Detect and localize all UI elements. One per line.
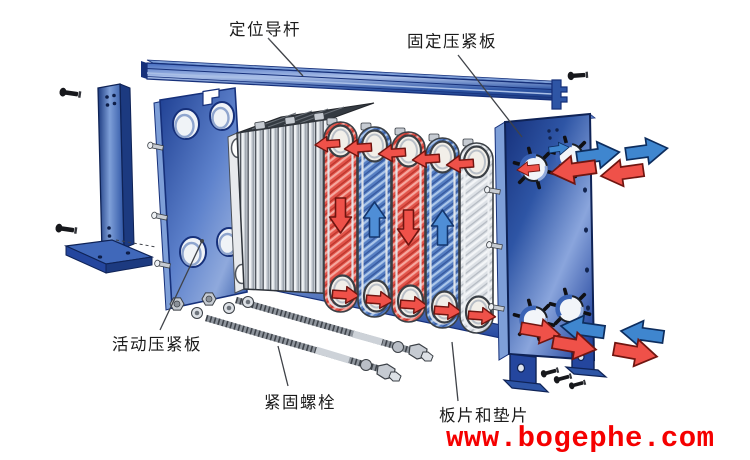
guide-rod-end-profile xyxy=(551,79,568,110)
plate-top-notch xyxy=(202,88,220,107)
tie-rod xyxy=(205,314,402,382)
tie-rod xyxy=(235,296,434,362)
rod-end-bolt-icon xyxy=(567,70,589,81)
washer-icon xyxy=(191,307,203,319)
guide-rod xyxy=(141,59,589,110)
label-plates-and-gaskets: 板片和垫片 xyxy=(439,407,529,425)
heat-plate-blue xyxy=(343,122,395,318)
plate-hanger-clip xyxy=(254,121,266,130)
column-bolt-icon xyxy=(54,223,78,235)
plate-hanger-clip xyxy=(284,116,296,125)
fastening-bolts xyxy=(169,292,434,382)
label-fixed-pressure-plate: 固定压紧板 xyxy=(407,33,497,51)
label-movable-pressure-plate: 活动压紧板 xyxy=(112,336,202,354)
label-fastening-bolts: 紧固螺栓 xyxy=(264,394,336,412)
plate-hanger-clip xyxy=(313,112,325,121)
exploded-plates xyxy=(313,117,497,334)
heat-plate-red xyxy=(377,127,429,323)
label-guide-rod: 定位导杆 xyxy=(229,21,301,39)
leader-lines xyxy=(115,37,523,402)
column-bolt-icon xyxy=(58,87,82,99)
fixed-plate-holes xyxy=(547,128,590,311)
hex-nut-icon xyxy=(201,292,217,306)
support-column xyxy=(54,83,155,274)
watermark-url: www.bogephe.com xyxy=(446,422,715,455)
washer-icon xyxy=(223,302,235,314)
plate-stack xyxy=(227,102,375,295)
column-bolt-holes xyxy=(97,93,131,259)
heat-plate-red xyxy=(313,117,361,313)
heat-plate-blue xyxy=(411,133,463,329)
fixed-plate-foot xyxy=(502,353,550,393)
leader-dot xyxy=(200,239,204,243)
washer-icon xyxy=(242,296,254,308)
foot-bolt-icon xyxy=(568,378,587,390)
foot-bolt-icon xyxy=(553,372,573,385)
